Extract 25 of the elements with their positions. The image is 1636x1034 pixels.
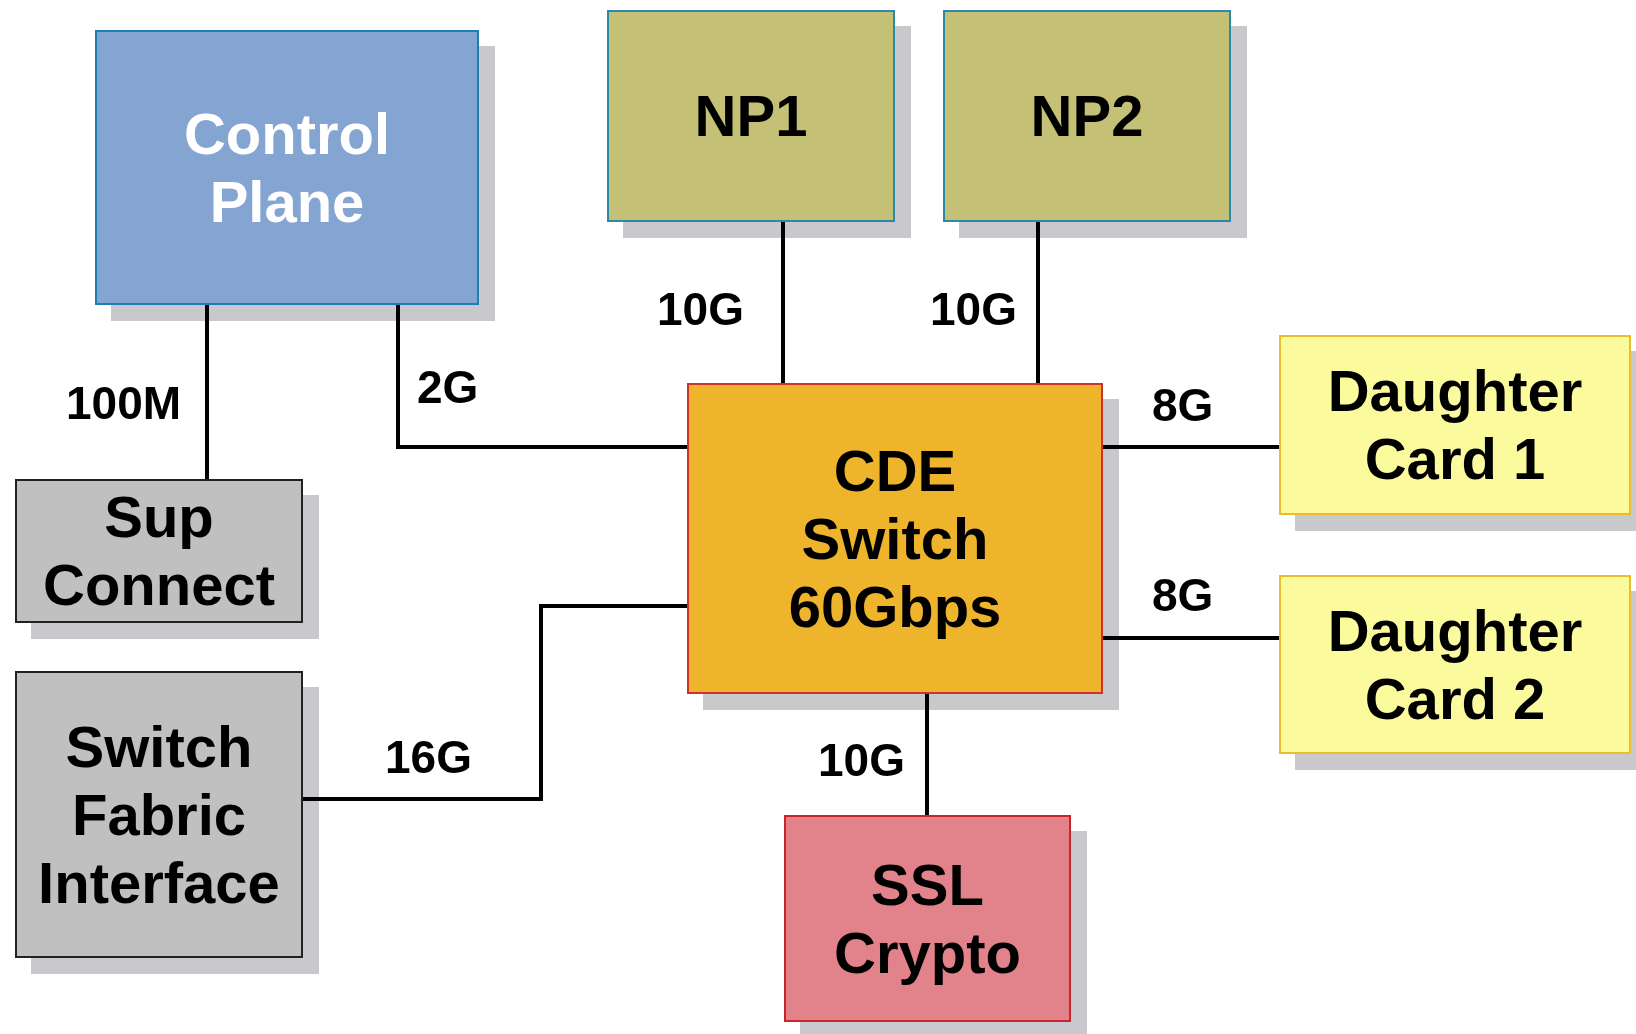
edge-label: 16G <box>385 732 472 782</box>
node-label: Switch Fabric Interface <box>37 712 281 917</box>
node-label: Control Plane <box>182 99 392 236</box>
edge-label: 10G <box>930 284 1017 334</box>
connector-line <box>1103 636 1279 640</box>
node-label: Sup Connect <box>42 483 276 619</box>
connector-line <box>205 305 209 479</box>
node-label: SSL Crypto <box>833 850 1022 987</box>
edge-label: 100M <box>66 378 182 428</box>
edge-label: 10G <box>657 284 744 334</box>
edge-label: 8G <box>1152 380 1214 430</box>
edge-label: 8G <box>1152 570 1214 620</box>
edge-label: 10G <box>818 735 905 785</box>
node-label: NP2 <box>1030 82 1144 150</box>
connector-line <box>303 604 687 801</box>
edge-label: 2G <box>417 362 479 412</box>
connector-line <box>1036 222 1040 383</box>
connector-line <box>396 305 687 449</box>
node-label: NP1 <box>694 82 808 150</box>
node-label: CDE Switch 60Gbps <box>787 436 1003 641</box>
node-label: Daughter Card 2 <box>1326 596 1584 733</box>
connector-line <box>925 694 929 815</box>
node-label: Daughter Card 1 <box>1326 357 1584 493</box>
connector-line <box>781 222 785 383</box>
connector-line <box>1103 445 1279 449</box>
